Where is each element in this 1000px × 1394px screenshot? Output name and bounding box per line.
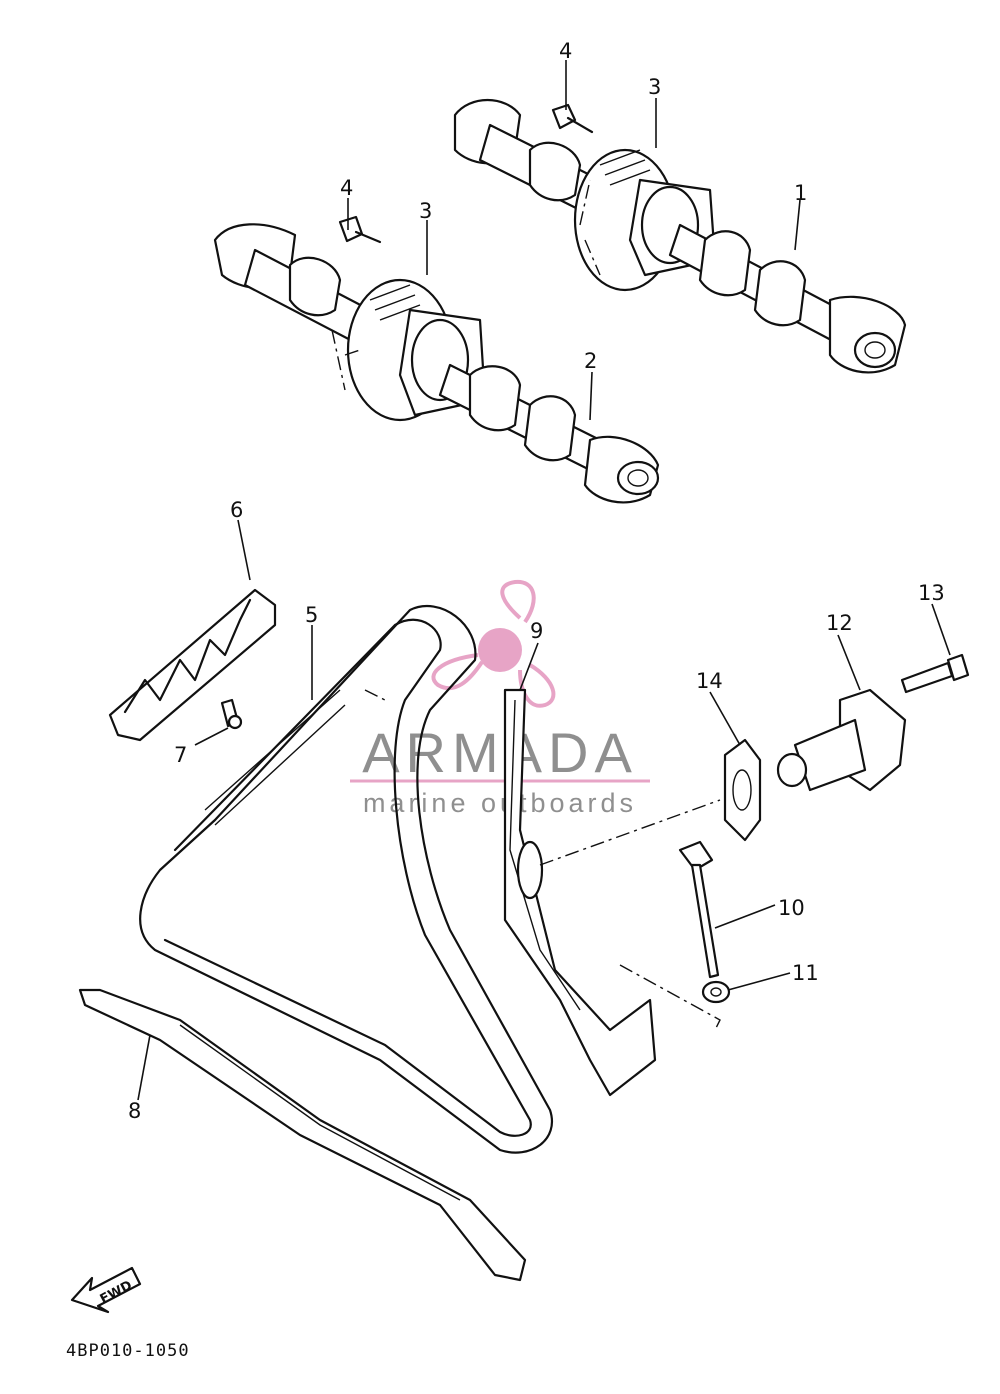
callout-numbers: 1 2 3 3 4 4 5 6 7 8 9 10 11 12 13 14	[128, 39, 945, 1123]
armada-logo-watermark: ARMADA marine outboards	[350, 579, 650, 818]
callout-4-lower: 4	[340, 176, 353, 200]
brand-tagline: marine outboards	[363, 788, 637, 818]
catalog-code: 4BP010-1050	[66, 1341, 190, 1361]
callout-8: 8	[128, 1099, 141, 1123]
cam-sprocket-bolt-lower	[338, 215, 382, 244]
callout-3-upper: 3	[648, 75, 661, 99]
assembly-lines	[331, 179, 721, 1031]
callout-9: 9	[530, 619, 543, 643]
guide-screw	[220, 698, 243, 730]
washer	[701, 980, 731, 1004]
tensioner-mounting-bolt	[900, 653, 970, 694]
camshaft-exhaust	[213, 223, 660, 504]
callout-14: 14	[696, 669, 723, 693]
callout-6: 6	[230, 498, 243, 522]
callout-13: 13	[918, 581, 945, 605]
callout-7: 7	[174, 743, 187, 767]
callout-leaders	[137, 60, 951, 1101]
callout-5: 5	[305, 603, 318, 627]
timing-chain	[139, 604, 553, 1154]
callout-1: 1	[794, 181, 807, 205]
chain-guide-lower	[78, 988, 527, 1282]
chain-tensioner	[776, 688, 907, 792]
chain-guide-upper	[108, 588, 277, 742]
callout-12: 12	[826, 611, 853, 635]
callout-3-lower: 3	[419, 199, 432, 223]
brand-name: ARMADA	[362, 721, 638, 784]
cam-sprocket-bolt-upper	[551, 103, 594, 134]
callout-11: 11	[792, 961, 819, 985]
propeller-logo-icon	[431, 579, 556, 708]
callout-10: 10	[778, 896, 805, 920]
tensioner-gasket	[723, 738, 762, 842]
chain-tensioner-guide	[503, 688, 657, 1097]
tensioner-bolt	[678, 840, 720, 979]
camshaft-intake	[453, 98, 907, 374]
forward-arrow-icon: FWD	[70, 1266, 142, 1314]
callout-2: 2	[584, 349, 597, 373]
callout-4-upper: 4	[559, 39, 572, 63]
